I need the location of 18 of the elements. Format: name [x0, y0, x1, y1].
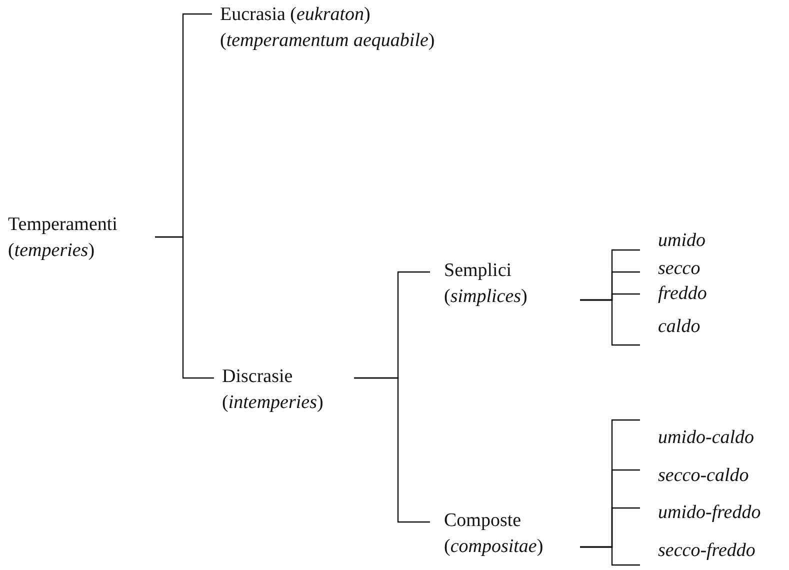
term-label: Eucrasia (eukraton): [220, 3, 372, 27]
bracket-line: [354, 377, 430, 523]
term-label: umido-freddo: [658, 501, 762, 525]
term-label: secco-caldo: [658, 464, 750, 488]
term-label: Discrasie (intemperies): [222, 365, 324, 415]
term-label: secco-freddo: [658, 539, 756, 563]
term-label: Semplici (simplices): [444, 259, 528, 309]
bracket-line: [580, 546, 640, 566]
term-label: secco: [658, 257, 702, 281]
term-label: Temperamenti (temperies): [8, 213, 118, 263]
term-label: umido-caldo: [658, 426, 756, 450]
term-label: umido: [658, 229, 706, 253]
term-label: freddo: [658, 282, 708, 306]
term-label: Composte (compositae): [444, 509, 544, 559]
term-label: (temperamentum aequabile): [220, 29, 436, 53]
bracket-line: [155, 236, 214, 379]
bracket-line: [580, 299, 640, 346]
term-label: caldo: [658, 315, 702, 339]
